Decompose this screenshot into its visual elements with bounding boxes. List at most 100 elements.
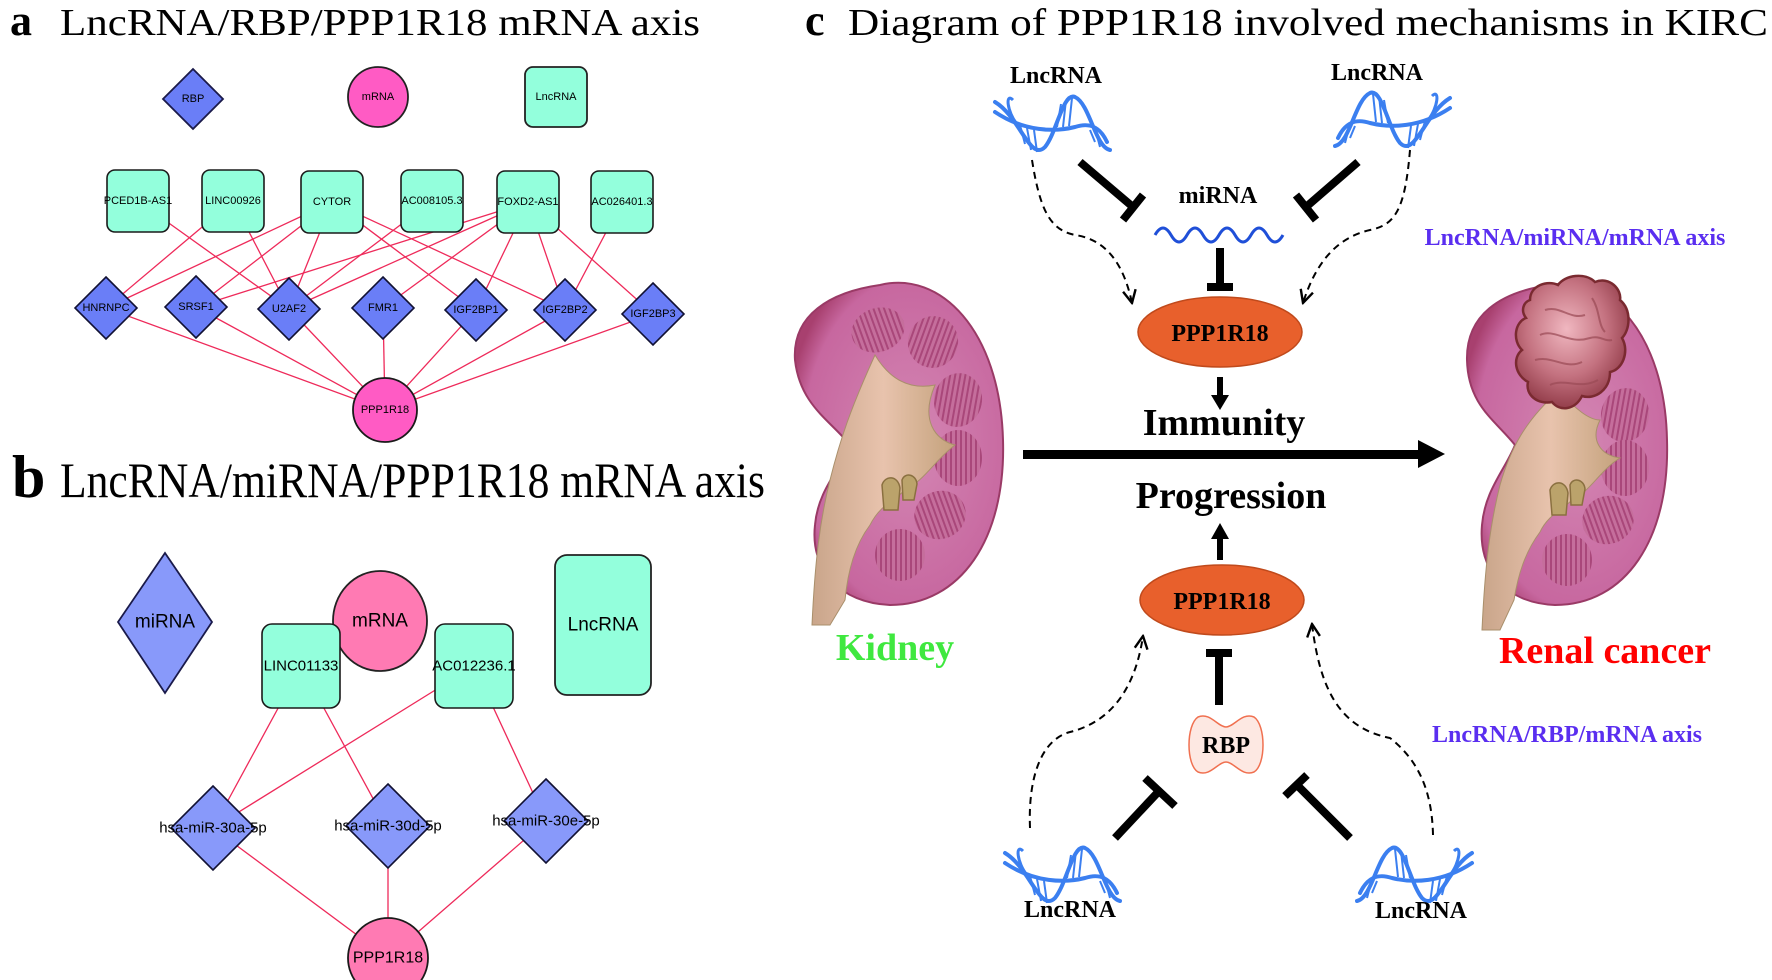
inhibit-bottom-right [1282,772,1353,841]
diamond-icon [169,784,257,872]
rbp-node-igf2bp3[interactable]: IGF2BP3 [620,281,686,347]
inhibit-rbp-ppp1r18 [1206,649,1232,705]
lncrna-node-foxd2-as1[interactable]: FOXD2-AS1 [496,170,560,234]
renal-cancer-illustration [1465,274,1669,631]
edge-igf2bp3-to-ppp1r18 [384,313,654,411]
panel-c: c Diagram of PPP1R18 involved mechanisms… [793,0,1768,924]
edge-foxd2-as1-to-srsf1 [195,201,529,308]
edge-igf2bp2-to-ppp1r18 [384,309,566,411]
ppp1r18-bottom-label: PPP1R18 [1173,589,1270,615]
diamond-icon [502,777,590,865]
lncrna-node-linc01133[interactable]: LINC01133 [261,623,341,709]
legend-mirna: miRNA [116,551,214,695]
edge-srsf1-to-ppp1r18 [195,306,386,411]
rbp-node-igf2bp1[interactable]: IGF2BP1 [443,277,509,343]
mrna-circle-icon [352,377,418,443]
panel-b-legend: miRNA mRNA LncRNA [116,551,652,696]
arrow-to-progression [1211,523,1229,560]
legend-mrna: mRNA [347,66,409,128]
lncrna-helix-top-right-icon [1333,90,1452,149]
diamond-icon [256,276,322,342]
mirna-node-hsa-mir-30e-5p[interactable]: hsa-miR-30e-5p [492,777,600,865]
mrna-node-ppp1r18[interactable]: PPP1R18 [352,377,418,443]
diamond-icon [443,277,509,343]
panel-a-nodes: PCED1B-AS1 LINC00926 CYTOR AC008105.3 FOXD2-… [73,169,686,443]
arrow-to-immunity [1211,377,1229,410]
mirna-node-hsa-mir-30d-5p[interactable]: hsa-miR-30d-5p [334,782,442,870]
legend-mirna-label: miRNA [135,612,195,633]
lncrna-node-label: AC026401.3 [591,196,652,208]
dashed-bottom-left [1028,636,1143,829]
lncrna-bottom-left-label: LncRNA [1024,897,1117,923]
node-label: SRSF1 [178,301,213,313]
diamond-icon [73,275,139,341]
dashed-bottom-right [1312,624,1434,836]
lncrna-legend-b-box-icon [554,554,652,696]
lncrna-box-icon [496,170,560,234]
rbp-node-igf2bp2[interactable]: IGF2BP2 [532,277,598,343]
axis-mirna-label: LncRNA/miRNA/mRNA axis [1425,225,1726,251]
kidney-pyramids [851,307,983,581]
tumor-lobes [1534,297,1613,386]
axis-rbp-label: LncRNA/RBP/mRNA axis [1432,722,1702,748]
lncrna-box-icon [261,623,341,709]
rbp-node-srsf1[interactable]: SRSF1 [163,274,229,340]
lncrna-top-right-label: LncRNA [1331,60,1424,86]
panel-b: b LncRNA/miRNA/PPP1R18 mRNA axis miRNA m… [12,444,765,980]
panel-a-legend: RBP mRNA LncRNA [161,66,588,131]
dashed-top-right [1303,149,1411,303]
lncrna-node-label: LINC01133 [264,658,339,675]
rbp-label: RBP [1202,733,1250,759]
rbp-node: RBP [1188,715,1264,774]
kidney-calyx [881,474,918,511]
panel-b-nodes: LINC01133 AC012236.1 hsa-miR-30a-5p hsa-miR… [159,623,600,980]
kidney-illustration [793,281,1005,626]
lncrna-node-linc00926[interactable]: LINC00926 [201,169,265,233]
mrna-node-label: PPP1R18 [361,404,409,416]
legend-lncrna-b: LncRNA [554,554,652,696]
tumor [1514,274,1630,410]
lncrna-box-icon [201,169,265,233]
legend-mrna-label: mRNA [362,91,395,103]
node-label: U2AF2 [272,303,306,315]
mrna-circle-icon [347,917,429,980]
inhibit-top-right [1292,158,1361,223]
rbp-shape-icon [1188,715,1264,774]
lncrna-helix-top-left-icon [993,94,1112,153]
lncrna-node-ac008105-3[interactable]: AC008105.3 [400,169,464,233]
rbp-node-fmr1[interactable]: FMR1 [350,275,416,341]
legend-mrna-b: mRNA [332,570,428,672]
lncrna-node-label: PCED1B-AS1 [104,195,172,207]
node-label: FMR1 [368,302,398,314]
kidney-label: Kidney [836,627,954,669]
rbp-node-u2af2[interactable]: U2AF2 [256,276,322,342]
lncrna-box-icon [590,170,654,234]
inhibit-top-left [1077,158,1147,223]
mirna-node-hsa-mir-30a-5p[interactable]: hsa-miR-30a-5p [159,784,267,872]
inhibit-bottom-left [1112,775,1178,841]
panel-c-title: Diagram of PPP1R18 involved mechanisms i… [848,2,1768,44]
mirna-label: miRNA [1179,183,1258,209]
node-label: hsa-miR-30e-5p [492,813,600,830]
progression-label: Progression [1136,475,1327,517]
mrna-node-ppp1r18[interactable]: PPP1R18 [347,917,429,980]
lncrna-top-left-label: LncRNA [1010,63,1103,89]
lncrna-node-cytor[interactable]: CYTOR [300,170,364,234]
diamond-icon [532,277,598,343]
mrna-legend-circle-icon [347,66,409,128]
rbp-node-hnrnpc[interactable]: HNRNPC [73,275,139,341]
mirna-legend-diamond-icon [116,551,214,695]
lncrna-node-ac012236-1[interactable]: AC012236.1 [432,623,516,709]
node-label: IGF2BP2 [542,304,587,316]
lncrna-helix-bottom-right-icon [1355,845,1474,904]
dashed-top-left [1031,159,1132,303]
lncrna-node-ac026401-3[interactable]: AC026401.3 [590,170,654,234]
diamond-icon [344,782,432,870]
node-label: IGF2BP1 [453,304,498,316]
panel-c-letter: c [805,0,825,45]
mrna-legend-b-circle-icon [332,570,428,672]
node-label: hsa-miR-30a-5p [159,820,267,837]
lncrna-node-pced1b-as1[interactable]: PCED1B-AS1 [104,169,172,233]
ppp1r18-top-node: PPP1R18 [1137,296,1303,368]
